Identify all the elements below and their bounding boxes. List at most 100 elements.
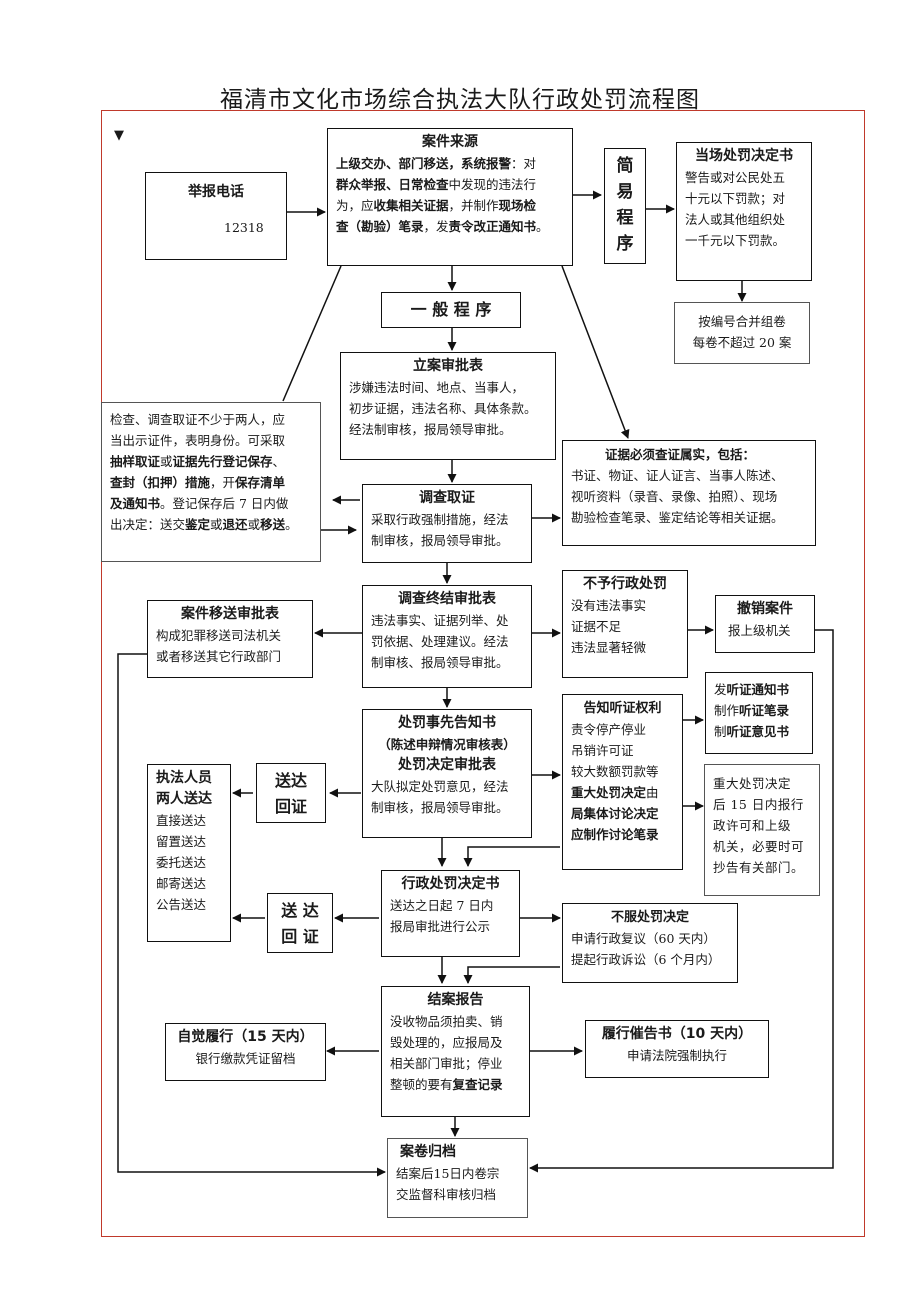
closing-report-line: 毁处理的，应报局及 [390, 1032, 521, 1053]
hearing-rights-line: 较大数额罚款等 [571, 761, 674, 782]
case-archive-title: 案卷归档 [400, 1144, 456, 1160]
plain-text: 责令停产停业 [571, 722, 647, 737]
revoke-case-box: 撤销案件 报上级机关 [715, 595, 815, 653]
no-penalty-box: 不予行政处罚 没有违法事实 证据不足 违法显著轻微 [562, 570, 688, 678]
voluntary-compliance-title: 自觉履行（15 天内） [177, 1029, 314, 1045]
emphasis-text: 责令改正通知书 [448, 219, 537, 234]
emphasis-text: 上级交办、部门移送，系统报警 [336, 156, 512, 171]
emphasis-text: 收集相关证据 [373, 198, 449, 213]
filing-approval-title: 立案审批表 [413, 358, 483, 374]
case-source-box: 案件来源 上级交办、部门移送，系统报警：对群众举报、日常检查中发现的违法行为，应… [327, 128, 573, 266]
closing-report-line: 相关部门审批；停业 [390, 1053, 521, 1074]
closing-report-box: 结案报告 没收物品须拍卖、销毁处理的，应报局及相关部门审批；停业整顿的要有复查记… [381, 986, 530, 1117]
report-phone-number: 12318 [224, 220, 264, 235]
plain-text: 相关部门审批；停业 [390, 1056, 503, 1071]
delivery-method: 直接送达 [156, 813, 207, 828]
evidence-line: 书证、物证、证人证言、当事人陈述、 [571, 468, 784, 483]
prior-notice-title: 处罚事先告知书 [398, 715, 496, 731]
investigation-line: 制审核，报局领导审批。 [371, 533, 509, 548]
appeal-line: 提起行政诉讼（6 个月内） [571, 952, 721, 967]
simple-procedure-char: 序 [616, 234, 634, 254]
case-transfer-title: 案件移送审批表 [181, 606, 279, 622]
onsite-line: 一千元以下罚款。 [685, 233, 786, 248]
emphasis-text: 听证意见书 [726, 724, 790, 739]
inspection-rules-text: 检查、调查取证不少于两人，应当出示证件，表明身份。可采取抽样取证或证据先行登记保… [110, 409, 312, 535]
hearing-rights-line: 应制作讨论笔录 [571, 824, 674, 845]
investigation-box: 调查取证 采取行政强制措施，经法 制审核，报局领导审批。 [362, 484, 532, 563]
prior-notice-line: 大队拟定处罚意见，经法 [371, 779, 509, 794]
major-decision-line: 机关，必要时可 [713, 839, 805, 854]
hearing-rights-line: 责令停产停业 [571, 719, 674, 740]
emphasis-text: 保存清单 [235, 475, 286, 490]
appeal-line: 申请行政复议（60 天内） [571, 931, 716, 946]
urge-notice-title: 履行催告书（10 天内） [601, 1026, 753, 1042]
delivery-receipt-text: 回 证 [281, 927, 319, 946]
emphasis-text: 抽样取证 [110, 454, 161, 469]
report-phone-title: 举报电话 [188, 184, 244, 200]
delivery-method: 留置送达 [156, 834, 207, 849]
filing-line: 涉嫌违法时间、地点、当事人， [349, 380, 525, 395]
hearing-doc-line: 制听证意见书 [714, 721, 804, 742]
emphasis-text: 现场检 [498, 198, 537, 213]
no-penalty-line: 证据不足 [571, 619, 622, 634]
hearing-rights-line: 吊销许可证 [571, 740, 674, 761]
inspection-rules-box: 检查、调查取证不少于两人，应当出示证件，表明身份。可采取抽样取证或证据先行登记保… [101, 402, 321, 562]
emphasis-text: 查封（扣押）措施 [110, 475, 211, 490]
no-penalty-line: 违法显著轻微 [571, 640, 647, 655]
emphasis-text: 移送 [260, 517, 286, 532]
page-title: 福清市文化市场综合执法大队行政处罚流程图 [220, 87, 700, 113]
penalty-decision-line: 报局审批进行公示 [390, 919, 491, 934]
closing-report-text: 没收物品须拍卖、销毁处理的，应报局及相关部门审批；停业整顿的要有复查记录 [390, 1011, 521, 1095]
urge-notice-box: 履行催告书（10 天内） 申请法院强制执行 [585, 1020, 769, 1078]
simple-procedure-char: 易 [616, 182, 634, 202]
urge-notice-line: 申请法院强制执行 [626, 1048, 727, 1063]
plain-text: 中发现的违法行 [448, 177, 537, 192]
filing-line: 经法制审核，报局领导审批。 [349, 422, 512, 437]
closing-report-line: 整顿的要有复查记录 [390, 1074, 521, 1095]
inspection-rule-line: 及通知书。登记保存后 7 日内做 [110, 493, 312, 514]
inspection-rule-line: 抽样取证或证据先行登记保存、 [110, 451, 312, 472]
major-decision-line: 政许可和上级 [713, 818, 792, 833]
filing-line: 初步证据，违法名称、具体条款。 [349, 401, 537, 416]
simple-procedure-char: 简 [616, 156, 634, 176]
hearing-docs-text: 发听证通知书制作听证笔录制听证意见书 [714, 679, 804, 742]
evidence-line: 勘验检查笔录、鉴定结论等相关证据。 [571, 510, 784, 525]
voluntary-compliance-line: 银行缴款凭证留档 [195, 1051, 296, 1066]
major-decision-box: 重大处罚决定 后 15 日内报行 政许可和上级 机关，必要时可 抄告有关部门。 [704, 764, 820, 896]
hearing-docs-box: 发听证通知书制作听证笔录制听证意见书 [705, 672, 813, 754]
defense-review-title: （陈述申辩情况审核表） [378, 737, 516, 752]
delivery-receipt-box-2: 送 达 回 证 [267, 893, 333, 953]
plain-text: 当出示证件，表明身份。可采取 [110, 433, 286, 448]
penalty-decision-line: 送达之日起 7 日内 [390, 898, 494, 913]
case-archive-line: 交监督科审核归档 [396, 1187, 497, 1202]
plain-text: 、 [272, 454, 286, 469]
case-source-title: 案件来源 [422, 134, 478, 150]
evidence-title: 证据必须查证属实，包括： [605, 447, 756, 462]
case-source-text: 上级交办、部门移送，系统报警：对群众举报、日常检查中发现的违法行为，应收集相关证… [336, 153, 564, 237]
plain-text: 没收物品须拍卖、销 [390, 1014, 503, 1029]
inspection-rule-line: 检查、调查取证不少于两人，应 [110, 409, 312, 430]
emphasis-text: 查（勘验）笔录 [336, 219, 424, 234]
delivery-method: 委托送达 [156, 855, 207, 870]
emphasis-text: 听证通知书 [726, 682, 790, 697]
revoke-case-title: 撤销案件 [737, 601, 793, 617]
emphasis-text: 退还 [222, 517, 248, 532]
onsite-penalty-title: 当场处罚决定书 [695, 148, 793, 164]
delivery-method: 邮寄送达 [156, 876, 207, 891]
final-review-line: 违法事实、证据列举、处 [371, 613, 509, 628]
hearing-rights-title: 告知听证权利 [583, 701, 662, 716]
investigation-line: 采取行政强制措施，经法 [371, 512, 509, 527]
plain-text: 发 [714, 682, 727, 697]
delivery-methods-box: 执法人员 两人送达 直接送达 留置送达 委托送达 邮寄送达 公告送达 [147, 764, 231, 942]
decision-approval-title: 处罚决定审批表 [398, 757, 496, 773]
plain-text: 或 [247, 517, 261, 532]
case-source-line: 查（勘验）笔录，发责令改正通知书。 [336, 216, 564, 237]
plain-text: 吊销许可证 [571, 743, 634, 758]
triangle-marker-icon: ▼ [114, 128, 124, 143]
delivery-receipt-text: 送达 [274, 771, 307, 790]
emphasis-text: 复查记录 [452, 1077, 503, 1092]
plain-text: 检查、调查取证不少于两人，应 [110, 412, 286, 427]
plain-text: 制作 [714, 703, 740, 718]
case-source-line: 为，应收集相关证据，并制作现场检 [336, 195, 564, 216]
final-review-title: 调查终结审批表 [398, 591, 496, 607]
